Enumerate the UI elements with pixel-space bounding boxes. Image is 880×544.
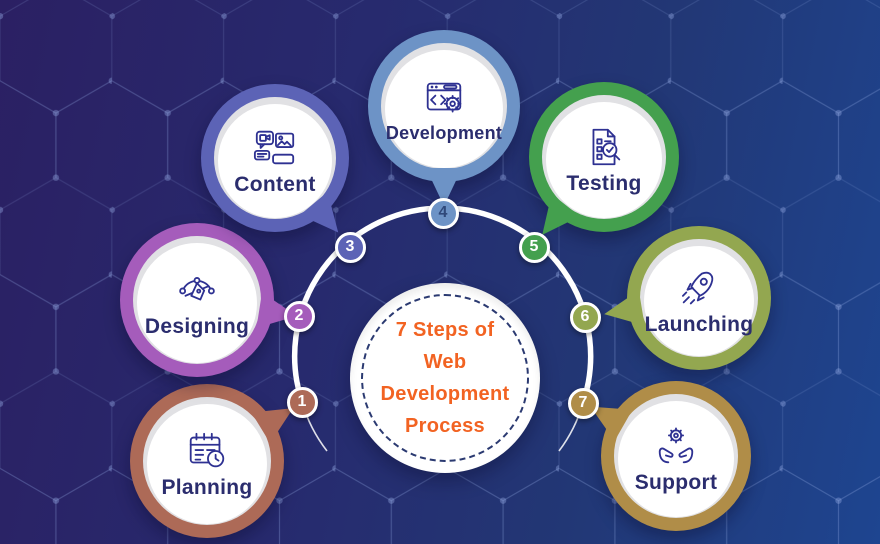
step-bubble-testing: Testing <box>528 82 679 247</box>
step-bubble-planning: Planning <box>130 384 303 538</box>
checklist-magnifier-icon <box>592 128 621 166</box>
step-badge-3: 3 <box>334 231 366 263</box>
step-label: Planning <box>161 476 253 499</box>
step-label: Support <box>634 471 718 494</box>
code-window-gear-icon <box>426 82 462 113</box>
step-badge-7: 7 <box>567 387 599 419</box>
step-bubble-support: Support <box>581 381 751 531</box>
step-badge-2: 2 <box>283 300 315 332</box>
step-bubble-content: Content <box>201 84 353 245</box>
step-badge-1: 1 <box>286 386 318 418</box>
step-badge-5: 5 <box>518 231 550 263</box>
step-label: Development <box>385 122 503 143</box>
pen-tool-icon <box>179 277 215 301</box>
title-line-3: Development <box>380 383 510 405</box>
hands-gear-icon <box>658 427 694 464</box>
title-line-4: Process <box>405 415 485 437</box>
step-bubble-launching: Launching <box>601 226 771 370</box>
rocket-icon <box>681 271 714 305</box>
step-label: Testing <box>566 172 642 195</box>
center-title-circle: 7 Steps of Web Development Process <box>350 283 540 473</box>
step-label: Launching <box>644 313 754 336</box>
title-line-1: 7 Steps of <box>395 319 495 341</box>
title-line-2: Web <box>423 351 467 373</box>
content-media-icon <box>253 130 295 165</box>
step-bubble-development: Development <box>368 30 520 206</box>
step-badge-4: 4 <box>427 197 459 229</box>
calendar-clock-icon <box>189 432 225 468</box>
step-label: Designing <box>144 315 250 338</box>
bubble-tail <box>601 290 645 332</box>
center-dashed-ring: 7 Steps of Web Development Process <box>361 294 529 462</box>
step-badge-6: 6 <box>569 301 601 333</box>
step-label: Content <box>234 173 316 196</box>
step-bubble-designing: Designing <box>120 223 300 377</box>
